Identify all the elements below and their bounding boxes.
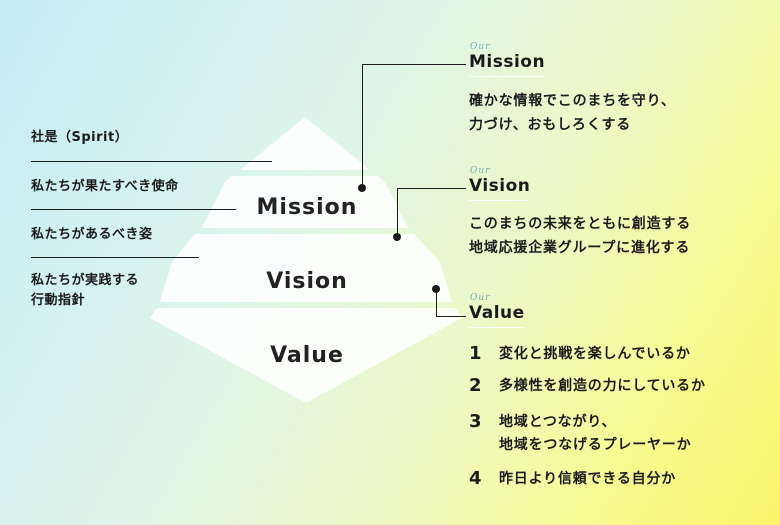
- pyramid-tier-mission: [202, 176, 408, 228]
- value-item-text: 変化と挑戦を楽しんでいるか: [499, 346, 691, 362]
- pyramid-top-cap: [240, 117, 370, 170]
- label-vision-desc: 私たちがあるべき姿: [31, 227, 153, 242]
- value-item-number: 4: [469, 468, 482, 489]
- value-item-4: 4 昨日より信頼できる自分か: [469, 468, 676, 491]
- label-value-desc-2: 行動指針: [31, 293, 86, 308]
- divider-line: [31, 209, 236, 210]
- value-item-number: 2: [469, 375, 482, 396]
- label-mission-desc: 私たちが果たすべき使命: [31, 179, 179, 194]
- connector-dot-vision: [393, 233, 401, 241]
- pyramid-tier-value: [150, 308, 462, 403]
- pyramid-label-mission: Mission: [256, 195, 358, 220]
- value-item-text: 昨日より信頼できる自分か: [499, 471, 677, 487]
- connector-value: [436, 289, 466, 317]
- label-value-desc-1: 私たちが実践する: [31, 273, 140, 288]
- value-item-3: 3 地域とつながり、 地域をつなげるプレーヤーか: [469, 411, 691, 457]
- connector-vision: [397, 188, 466, 238]
- pyramid-tier-vision: [160, 234, 452, 302]
- mission-line-1: 確かな情報でこのまちを守り、: [469, 93, 676, 109]
- script-our-value: Our: [470, 293, 491, 303]
- mission-line-2: 力づけ、おもしろくする: [469, 117, 632, 133]
- connector-dot-mission: [358, 184, 366, 192]
- vision-line-2: 地域応援企業グループに進化する: [469, 240, 691, 256]
- pyramid-label-vision: Vision: [266, 269, 348, 294]
- value-item-number: 3: [469, 411, 482, 432]
- value-item-text: 多様性を創造の力にしているか: [499, 378, 706, 394]
- connector-dot-value: [432, 285, 440, 293]
- heading-value: Value: [469, 303, 524, 328]
- label-spirit: 社是（Spirit）: [31, 130, 129, 145]
- connector-mission: [362, 64, 466, 189]
- heading-mission: Mission: [469, 52, 545, 77]
- heading-vision: Vision: [469, 176, 530, 201]
- value-item-1: 1 変化と挑戦を楽しんでいるか: [469, 343, 691, 366]
- vision-line-1: このまちの未来をともに創造する: [469, 216, 691, 232]
- value-item-2: 2 多様性を創造の力にしているか: [469, 375, 706, 398]
- value-item-text-line2: 地域をつなげるプレーヤーか: [499, 437, 692, 453]
- value-item-text: 地域とつながり、: [499, 414, 617, 430]
- script-our-vision: Our: [470, 166, 491, 176]
- divider-line: [31, 161, 272, 162]
- value-item-number: 1: [469, 343, 482, 364]
- pyramid-label-value: Value: [270, 343, 344, 368]
- divider-line: [31, 257, 199, 258]
- script-our-mission: Our: [470, 42, 491, 52]
